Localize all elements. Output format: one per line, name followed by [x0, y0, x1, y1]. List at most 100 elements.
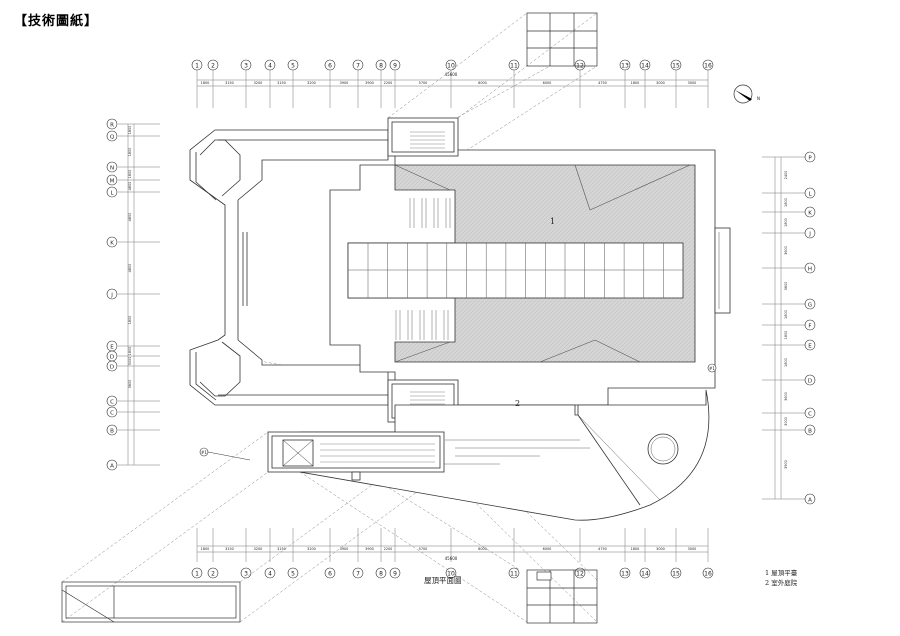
right-dim: 2400 [784, 171, 788, 180]
svg-text:E: E [808, 343, 812, 349]
right-row-label-C: C [804, 407, 816, 419]
column-label-top-7: 7 [352, 59, 364, 71]
column-dim-bottom: 3200 [307, 547, 316, 551]
column-dim-top: 1800 [201, 81, 210, 85]
column-label-bottom-12: 12 [574, 567, 586, 579]
svg-text:C: C [110, 410, 114, 416]
legend-item-1: 1 屋頂平臺 [765, 568, 798, 577]
column-label-top-14: 14 [639, 59, 651, 71]
stair-core-top [387, 117, 459, 157]
right-dim: 1800 [784, 198, 788, 207]
column-dim-top: 3900 [340, 81, 349, 85]
svg-text:J: J [110, 292, 113, 298]
right-row-label-K: K [804, 206, 816, 218]
column-label-bottom-14: 14 [639, 567, 651, 579]
left-dim: 4800 [128, 264, 132, 273]
bottom-grid-box [526, 569, 598, 624]
svg-text:1: 1 [195, 571, 199, 578]
svg-text:J: J [808, 231, 811, 237]
svg-text:14: 14 [641, 63, 649, 70]
left-row-label-6: J [106, 288, 118, 300]
svg-text:N: N [110, 165, 114, 171]
column-label-top-1: 1 [191, 59, 203, 71]
column-dim-top: 5700 [419, 81, 428, 85]
column-label-top-5: 5 [287, 59, 299, 71]
left-dim: 1800 [128, 347, 132, 356]
svg-text:E: E [110, 344, 114, 350]
column-label-top-4: 4 [264, 59, 276, 71]
column-dim-bottom: 4750 [598, 547, 607, 551]
svg-text:11: 11 [510, 571, 518, 578]
left-row-label-7: E [106, 340, 118, 352]
left-dim: 1800 [128, 316, 132, 325]
svg-text:L: L [808, 191, 812, 197]
drawing-caption: 屋頂平面圖 [424, 576, 462, 585]
svg-text:N: N [757, 96, 760, 101]
svg-text:7: 7 [356, 571, 360, 578]
svg-text:9: 9 [393, 63, 397, 70]
svg-text:14: 14 [641, 571, 649, 578]
svg-text:C: C [110, 399, 114, 405]
column-label-top-10: 10 [445, 59, 457, 71]
right-row-label-A: A [804, 493, 816, 505]
column-dim-bottom: 3000 [656, 547, 665, 551]
svg-text:1: 1 [195, 63, 199, 70]
svg-text:6: 6 [328, 63, 332, 70]
column-label-bottom-7: 7 [352, 567, 364, 579]
column-label-top-2: 2 [207, 59, 219, 71]
left-row-label-2: N [106, 161, 118, 173]
svg-text:K: K [110, 240, 114, 246]
column-label-bottom-6: 6 [324, 567, 336, 579]
left-row-label-8: D [106, 350, 118, 362]
svg-text:8: 8 [379, 63, 383, 70]
header-title: 【技術圖紙】 [14, 14, 99, 29]
bridge-corridor [267, 431, 445, 481]
svg-text:H: H [808, 266, 812, 272]
right-row-label-F: F [804, 319, 816, 331]
column-dim-top: 3900 [365, 81, 374, 85]
overall-dimension-top: 45600 [445, 72, 458, 77]
svg-text:4: 4 [268, 571, 272, 578]
right-row-label-L: L [804, 187, 816, 199]
column-label-top-9: 9 [389, 59, 401, 71]
svg-text:#1: #1 [201, 450, 207, 455]
svg-text:16: 16 [704, 63, 712, 70]
left-dim: 1800 [128, 126, 132, 135]
column-label-bottom-15: 15 [670, 567, 682, 579]
right-dim: 3900 [784, 460, 788, 469]
right-dim: 3600 [784, 392, 788, 401]
column-dim-top: 6000 [543, 81, 552, 85]
left-dim: 1800 [128, 170, 132, 179]
svg-text:2: 2 [211, 63, 215, 70]
column-dim-bottom: 2200 [384, 547, 393, 551]
svg-text:R: R [110, 122, 114, 128]
svg-text:G: G [808, 302, 812, 308]
svg-text:P: P [808, 155, 812, 161]
column-dim-bottom: 6000 [543, 547, 552, 551]
svg-text:Q: Q [110, 134, 115, 140]
left-row-label-1: Q [106, 130, 118, 142]
column-label-bottom-5: 5 [287, 567, 299, 579]
overall-dimension-bottom: 45600 [445, 556, 458, 561]
column-label-bottom-2: 2 [207, 567, 219, 579]
svg-text:B: B [808, 428, 812, 434]
svg-text:L: L [110, 190, 114, 196]
right-dim: 3600 [784, 282, 788, 291]
column-dim-bottom: 3150 [277, 547, 286, 551]
bottom-left-box [61, 581, 241, 623]
column-label-bottom-1: 1 [191, 567, 203, 579]
column-dim-bottom: 1800 [631, 547, 640, 551]
left-dim: 1800 [128, 148, 132, 157]
left-row-label-9: D [106, 360, 118, 372]
column-label-bottom-8: 8 [375, 567, 387, 579]
svg-text:F: F [808, 323, 811, 329]
column-dim-bottom: 6000 [478, 547, 487, 551]
right-dim: 1800 [784, 310, 788, 319]
right-row-axis: PLKJHGFEDCBA2400180018003600360018001800… [762, 151, 816, 505]
right-dim: 1800 [784, 358, 788, 367]
reference-mark-right: #1 [707, 363, 717, 373]
column-label-top-8: 8 [375, 59, 387, 71]
